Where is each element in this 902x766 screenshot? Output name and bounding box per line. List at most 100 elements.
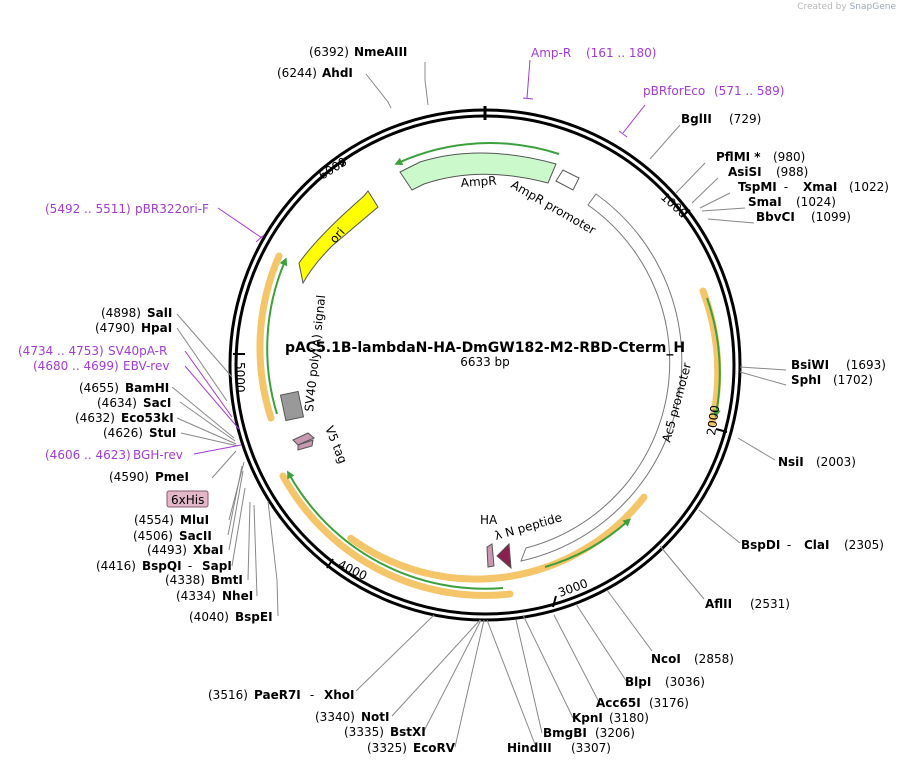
primer-amp-r[interactable]: Amp-R (161 .. 180) (531, 46, 656, 60)
enzyme-ahdi[interactable]: (6244) AhdI (277, 66, 353, 80)
enzyme-nmeaiii[interactable]: (6392) NmeAIII (309, 45, 407, 59)
enzyme-bglii[interactable]: BglII (729) (681, 112, 761, 126)
svg-text:(1022): (1022) (849, 180, 889, 194)
enzyme-ncoi[interactable]: NcoI (2858) (651, 652, 734, 666)
svg-text:(4506): (4506) (133, 529, 173, 543)
svg-text:PmeI: PmeI (155, 470, 189, 484)
svg-text:(4655): (4655) (79, 381, 119, 395)
enzyme-hpai[interactable]: (4790) HpaI (95, 321, 172, 335)
svg-text:(3340): (3340) (315, 710, 355, 724)
enzyme-bmti[interactable]: (4338) BmtI (165, 573, 243, 587)
tick-label-3000: 3000 (556, 576, 589, 600)
enzyme-asisi[interactable]: AsiSI (988) (728, 165, 808, 179)
svg-text:TspMI: TspMI (738, 180, 777, 194)
svg-text:Amp-R: Amp-R (531, 46, 571, 60)
tick-3000 (552, 595, 557, 608)
svg-text:AsiSI: AsiSI (728, 165, 762, 179)
enzyme-kpni[interactable]: KpnI (3180) (572, 711, 649, 725)
orf-arrow-lower-right (544, 518, 631, 568)
svg-text:-: - (306, 688, 318, 702)
enzyme-aflii[interactable]: AflII (2531) (705, 597, 790, 611)
svg-text:(4338): (4338) (165, 573, 205, 587)
svg-text:pBRforEco: pBRforEco (643, 84, 705, 98)
enzyme-tspmi-xmai[interactable]: TspMI - XmaI (1022) (738, 180, 889, 194)
enzyme-paer7i-xhoi[interactable]: (3516) PaeR7I - XhoI (208, 688, 355, 702)
ori-feature[interactable] (298, 190, 379, 285)
primer-pbr322ori-f[interactable]: (5492 .. 5511) pBR322ori-F (45, 202, 209, 216)
svg-text:BmtI: BmtI (211, 573, 243, 587)
enzyme-sphi[interactable]: SphI (1702) (791, 373, 873, 387)
enzyme-blpi[interactable]: BlpI (3036) (625, 675, 705, 689)
enzyme-bamhi[interactable]: (4655) BamHI (79, 381, 169, 395)
svg-text:(2003): (2003) (816, 455, 856, 469)
enzyme-sacii[interactable]: (4506) SacII (133, 529, 212, 543)
primer-bgh-rev[interactable]: (4606 .. 4623) BGH-rev (45, 448, 183, 462)
enzyme-ecorv[interactable]: (3325) EcoRV (367, 741, 456, 755)
svg-text:(980): (980) (773, 150, 805, 164)
svg-text:SV40pA-R: SV40pA-R (108, 344, 167, 358)
enzyme-bsiwi[interactable]: BsiWI (1693) (791, 358, 886, 372)
enzyme-nhei[interactable]: (4334) NheI (176, 589, 253, 603)
enzyme-bbvci[interactable]: BbvCI (1099) (756, 210, 851, 224)
enzyme-hindiii[interactable]: HindIII (3307) (507, 741, 611, 755)
ha-feature[interactable] (486, 543, 495, 568)
svg-text:AflII: AflII (705, 597, 732, 611)
svg-text:BspEI: BspEI (235, 610, 273, 624)
svg-text:(5492 .. 5511): (5492 .. 5511) (45, 202, 131, 216)
enzyme-saci[interactable]: (4634) SacI (97, 396, 171, 410)
svg-text:(2858): (2858) (694, 652, 734, 666)
svg-text:EBV-rev: EBV-rev (123, 359, 169, 373)
enzyme-smai[interactable]: SmaI (1024) (748, 195, 836, 209)
ampr-label: AmpR (460, 174, 497, 190)
enzyme-stui[interactable]: (4626) StuI (103, 426, 176, 440)
svg-text:NheI: NheI (222, 589, 253, 603)
tick-label-2000: 2000 (704, 404, 722, 436)
enzyme-eco53ki[interactable]: (4632) Eco53kI (75, 411, 174, 425)
svg-text:(3206): (3206) (595, 726, 635, 740)
primer-pbrforeco[interactable]: pBRforEco (571 .. 589) (643, 84, 784, 98)
lambda-n-feature[interactable] (496, 542, 512, 570)
ampr-promoter-feature[interactable] (555, 169, 580, 191)
ac5-label: Ac5 promoter (659, 361, 694, 444)
enzyme-mlui[interactable]: (4554) MluI (134, 513, 209, 527)
primer-sv40pa-r[interactable]: (4734 .. 4753) SV40pA-R (18, 344, 167, 358)
his-tag-label[interactable]: 6xHis (166, 490, 209, 508)
svg-text:NmeAIII: NmeAIII (354, 45, 407, 59)
enzyme-nsii[interactable]: NsiI (2003) (778, 455, 856, 469)
lambda-n-label: λ N peptide (493, 510, 564, 543)
svg-text:XhoI: XhoI (324, 688, 355, 702)
enzyme-sali[interactable]: (4898) SalI (101, 306, 172, 320)
ampr-feature[interactable] (399, 152, 557, 191)
v5-tag-feature[interactable] (292, 432, 315, 446)
svg-text:(1702): (1702) (833, 373, 873, 387)
enzyme-bspdi-clai[interactable]: BspDI - ClaI (2305) (741, 538, 884, 552)
enzyme-bspqi-sapi[interactable]: (4416) BspQI - SapI (96, 559, 232, 573)
primer-labels: Amp-R (161 .. 180) pBRforEco (571 .. 589… (18, 46, 784, 462)
svg-text:(4416): (4416) (96, 559, 136, 573)
primer-lines (184, 59, 646, 455)
ac5-promoter-feature[interactable] (520, 193, 683, 562)
svg-text:(3176): (3176) (649, 696, 689, 710)
primer-ebv-rev[interactable]: (4680 .. 4699) EBV-rev (33, 359, 169, 373)
svg-text:SalI: SalI (147, 306, 172, 320)
orf-highlights (256, 252, 722, 599)
sv40-polya-feature[interactable] (279, 390, 305, 422)
svg-text:BlpI: BlpI (625, 675, 651, 689)
enzyme-acc65i[interactable]: Acc65I (3176) (596, 696, 689, 710)
svg-text:BspDI: BspDI (741, 538, 780, 552)
enzyme-noti[interactable]: (3340) NotI (315, 710, 390, 724)
his-tag-feature[interactable] (297, 439, 314, 451)
enzyme-bmgbi[interactable]: BmgBI (3206) (543, 726, 635, 740)
svg-text:MluI: MluI (180, 513, 209, 527)
enzyme-pmei[interactable]: (4590) PmeI (109, 470, 189, 484)
enzyme-bstxi[interactable]: (3335) BstXI (344, 725, 426, 739)
svg-text:Acc65I: Acc65I (596, 696, 641, 710)
svg-text:NcoI: NcoI (651, 652, 681, 666)
svg-text:(3307): (3307) (571, 741, 611, 755)
svg-text:(6244): (6244) (277, 66, 317, 80)
enzyme-pflmi[interactable]: PflMI * (980) (716, 150, 805, 164)
orf-arrow-bottom (287, 470, 504, 590)
svg-text:(571 .. 589): (571 .. 589) (714, 84, 784, 98)
enzyme-bspei[interactable]: (4040) BspEI (189, 610, 273, 624)
enzyme-xbai[interactable]: (4493) XbaI (147, 543, 223, 557)
